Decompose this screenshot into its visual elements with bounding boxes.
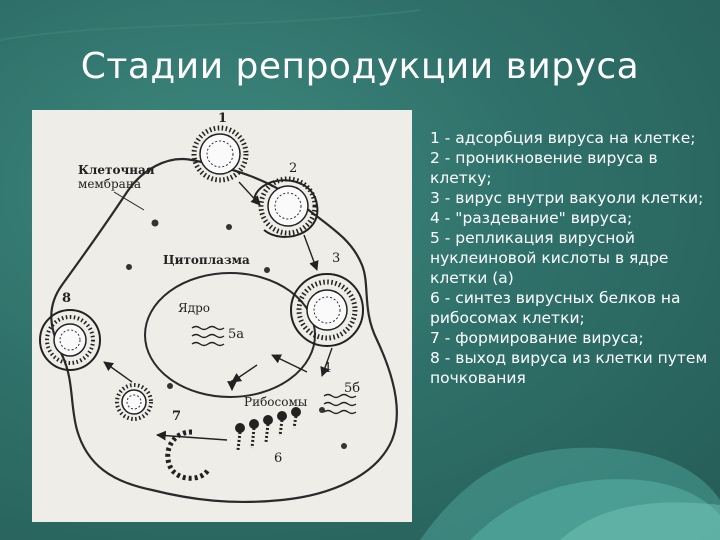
label-cell-membrane-2: мембрана bbox=[78, 177, 141, 191]
nucleic-acid-5a bbox=[191, 325, 225, 347]
label-nucleus: Ядро bbox=[178, 301, 210, 315]
nucleic-acid-5b bbox=[323, 393, 357, 415]
label-stage-4: 4 bbox=[323, 361, 331, 376]
legend-item-5: 5 - репликация вирусной нуклеиновой кисл… bbox=[430, 229, 669, 287]
diagram-svg: 1 2 3 4 5а 5б 6 7 8 Клеточная мембрана Ц… bbox=[39, 111, 398, 504]
virus-stage-8 bbox=[39, 309, 101, 371]
virus-stage-2 bbox=[253, 176, 319, 238]
legend-item-7: 7 - формирование вируса; bbox=[430, 329, 644, 347]
virus-replication-diagram: 1 2 3 4 5а 5б 6 7 8 Клеточная мембрана Ц… bbox=[32, 110, 412, 522]
label-cell-membrane-1: Клеточная bbox=[78, 163, 155, 177]
legend-item-3: 3 - вирус внутри вакуоли клетки; bbox=[430, 189, 704, 207]
virus-stage-3 bbox=[290, 273, 364, 347]
stages-legend: 1 - адсорбция вируса на клетке; 2 - прон… bbox=[430, 128, 710, 388]
ribosomes bbox=[235, 407, 301, 433]
slide-title: Стадии репродукции вируса bbox=[80, 46, 640, 87]
label-ribosomes: Рибосомы bbox=[244, 395, 308, 409]
label-stage-5b: 5б bbox=[344, 381, 360, 396]
protein-chains bbox=[236, 415, 298, 451]
virus-stage-1 bbox=[191, 125, 249, 183]
label-stage-6: 6 bbox=[274, 451, 282, 466]
virus-stage-7 bbox=[115, 383, 153, 421]
label-stage-1: 1 bbox=[218, 111, 227, 126]
label-stage-8: 8 bbox=[62, 291, 71, 306]
stage-arrows bbox=[103, 181, 333, 441]
cell-membrane bbox=[50, 157, 398, 504]
label-stage-3: 3 bbox=[332, 251, 340, 266]
legend-item-2: 2 - проникновение вируса в клетку; bbox=[430, 149, 658, 187]
legend-item-6: 6 - синтез вирусных белков на рибосомах … bbox=[430, 289, 681, 327]
label-stage-7: 7 bbox=[172, 409, 181, 424]
capsid-assembly bbox=[165, 429, 211, 481]
label-cytoplasm: Цитоплазма bbox=[163, 253, 250, 267]
legend-item-8: 8 - выход вируса из клетки путем почкова… bbox=[430, 349, 708, 387]
label-stage-2: 2 bbox=[289, 161, 297, 176]
legend-item-4: 4 - "раздевание" вируса; bbox=[430, 209, 633, 227]
legend-item-1: 1 - адсорбция вируса на клетке; bbox=[430, 129, 696, 147]
label-stage-5a: 5а bbox=[228, 327, 244, 342]
